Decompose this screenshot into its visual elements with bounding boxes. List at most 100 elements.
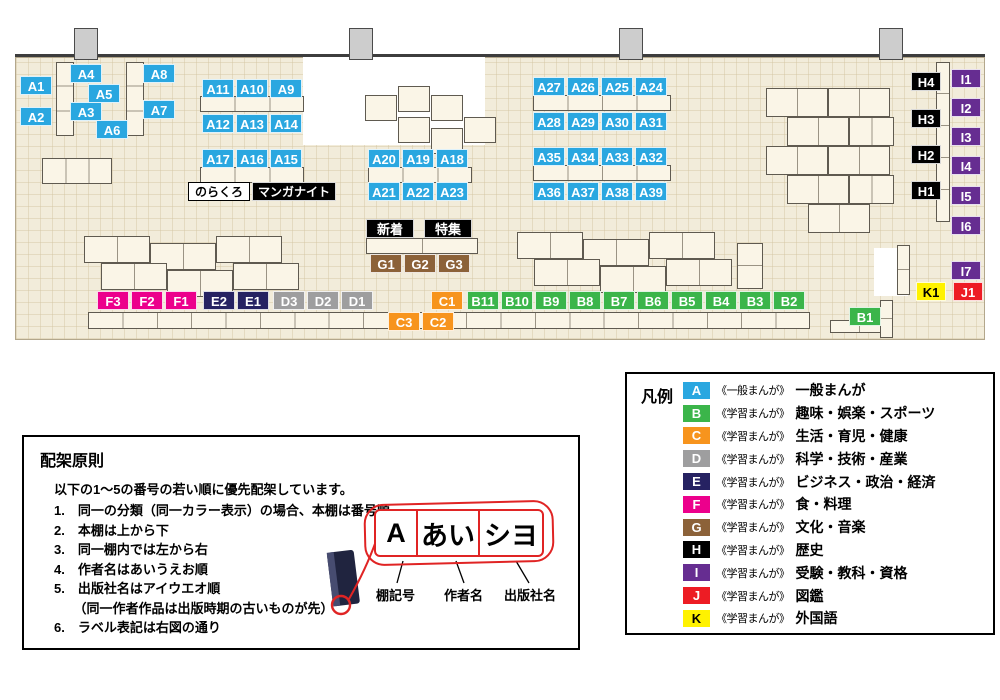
legend-row-D: D《学習まんが》科学・技術・産業 — [683, 447, 987, 470]
map-badge-A36: A36 — [533, 182, 565, 201]
legend-row-C: C《学習まんが》生活・育児・健康 — [683, 425, 987, 448]
map-badge-A35: A35 — [533, 147, 565, 166]
map-badge-A6: A6 — [96, 120, 128, 139]
legend-series: 《学習まんが》 — [716, 544, 790, 557]
legend-swatch-H: H — [683, 541, 710, 559]
bookshelf — [828, 146, 890, 175]
legend-category: 文化・音楽 — [795, 519, 866, 536]
map-badge-I4: I4 — [951, 156, 981, 175]
legend-row-G: G 《学習まんが》文化・音楽 — [683, 516, 987, 539]
map-badge-G1: G1 — [370, 254, 402, 273]
map-badge-A3: A3 — [70, 102, 102, 121]
legend-series: 《学習まんが》 — [716, 476, 790, 489]
label-shelf-code: A — [386, 517, 406, 548]
map-badge-A38: A38 — [601, 182, 633, 201]
map-badge-I6: I6 — [951, 216, 981, 235]
principles-item: 5. 出版社名はアイウエオ順 — [54, 581, 221, 596]
legend-row-E: E《学習まんが》ビジネス・政治・経済 — [683, 470, 987, 493]
bookshelf — [787, 175, 849, 204]
legend-swatch-G: G — [683, 518, 710, 536]
map-badge-A26: A26 — [567, 77, 599, 96]
bookshelf — [84, 236, 150, 263]
legend-rows: A《一般まんが》一般まんが B 《学習まんが》 趣味・娯楽・スポーツ C《学習まんが》生… — [683, 379, 987, 630]
map-badge-A8: A8 — [143, 64, 175, 83]
legend-series: 《学習まんが》 — [716, 453, 790, 466]
map-badge-A28: A28 — [533, 112, 565, 131]
callout-line — [455, 560, 465, 584]
bookshelf — [600, 266, 666, 293]
legend-row-K: K《学習まんが》外国語 — [683, 607, 987, 630]
map-badge-A16: A16 — [236, 149, 268, 168]
map-badge-A29: A29 — [567, 112, 599, 131]
bookshelf — [897, 245, 910, 295]
bookshelf — [366, 238, 478, 254]
label-publisher: シヨ — [478, 511, 542, 555]
map-badge-D2: D2 — [307, 291, 339, 310]
map-badge-I5: I5 — [951, 186, 981, 205]
bookshelf — [365, 95, 397, 121]
map-badge-E2: E2 — [203, 291, 235, 310]
legend-category: 趣味・娯楽・スポーツ — [795, 405, 936, 422]
map-badge-F2: F2 — [131, 291, 163, 310]
legend-category: ビジネス・政治・経済 — [795, 473, 936, 490]
map-badge-D1: D1 — [341, 291, 373, 310]
map-badge-H4: H4 — [911, 72, 941, 91]
label-example-outline: A あい シヨ — [374, 509, 544, 557]
pillar — [879, 28, 903, 60]
callout-publisher: 出版社名 — [504, 588, 557, 603]
legend-series: 《学習まんが》 — [716, 567, 790, 580]
bookshelf — [666, 259, 732, 286]
map-badge-I3: I3 — [951, 127, 981, 146]
map-badge-A13: A13 — [236, 114, 268, 133]
principles-item: 3. 同一棚内では左から右 — [54, 542, 208, 557]
map-badge-K1: K1 — [916, 282, 946, 301]
principles-item: 2. 本棚は上から下 — [54, 522, 169, 538]
map-badge-I2: I2 — [951, 98, 981, 117]
map-badge-C2: C2 — [422, 312, 454, 331]
bookshelf — [649, 232, 715, 259]
principles-box: 配架原則 以下の1〜5の番号の若い順に優先配架しています。 1. 同一の分類（同… — [22, 435, 580, 650]
bookshelf — [787, 117, 849, 146]
pillar — [619, 28, 643, 60]
legend-category: 外国語 — [795, 610, 838, 627]
map-badge-A27: A27 — [533, 77, 565, 96]
legend-series: 《学習まんが》 — [716, 522, 790, 535]
map-badge-A25: A25 — [601, 77, 633, 96]
bookshelf — [233, 263, 299, 290]
legend-row-F: F《学習まんが》食・料理 — [683, 493, 987, 516]
map-badge-B9: B9 — [535, 291, 567, 310]
legend-category: 食・料理 — [795, 496, 852, 513]
legend-row-A: A《一般まんが》一般まんが — [683, 379, 987, 402]
legend-swatch-B: B — [683, 404, 710, 422]
top-wall — [15, 54, 985, 57]
map-badge-A21: A21 — [368, 182, 400, 201]
map-badge-A34: A34 — [567, 147, 599, 166]
bookshelf — [880, 300, 893, 338]
bookshelf — [431, 95, 463, 121]
legend-category: 図鑑 — [795, 587, 824, 604]
bookshelf — [216, 236, 282, 263]
map-badge-E1: E1 — [237, 291, 269, 310]
principles-item: 1. 同一の分類（同一カラー表示）の場合、本棚は番号順 — [54, 503, 390, 518]
bookshelf — [849, 175, 894, 204]
map-badge-I1: I1 — [951, 69, 981, 88]
bookshelf — [398, 86, 430, 112]
map-badge-J1: J1 — [953, 282, 983, 301]
bookshelf — [534, 259, 600, 286]
callout-shelf-code: 棚記号 — [376, 588, 416, 603]
callout-line — [515, 560, 530, 584]
legend-swatch-A: A — [683, 381, 710, 399]
legend-category: 受験・教科・資格 — [795, 564, 908, 581]
bookshelf — [368, 167, 472, 183]
bookshelf — [200, 167, 304, 183]
legend-row-H: H 《学習まんが》歴史 — [683, 539, 987, 562]
legend-category: 歴史 — [795, 541, 824, 558]
map-badge-H1: H1 — [911, 181, 941, 200]
map-badge-A17: A17 — [202, 149, 234, 168]
map-badge-B1: B1 — [849, 307, 881, 326]
map-badge-A31: A31 — [635, 112, 667, 131]
bookshelf — [808, 204, 870, 233]
map-badge-B4: B4 — [705, 291, 737, 310]
